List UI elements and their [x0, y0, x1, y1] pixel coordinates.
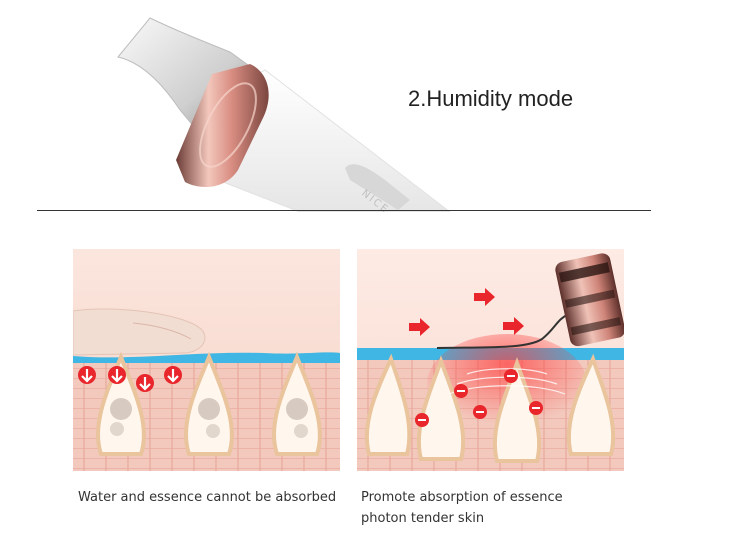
down-arrow-icon — [108, 366, 126, 384]
minus-icon — [415, 413, 429, 427]
skin-diagram-absorbed — [357, 249, 624, 471]
minus-icon — [529, 401, 543, 415]
minus-icon — [454, 384, 468, 398]
right-arrow-icon — [503, 317, 524, 335]
down-arrow-icon — [136, 374, 154, 392]
mode-title: 2.Humidity mode — [408, 86, 574, 111]
caption-not-absorbed: Water and essence cannot be absorbed — [78, 487, 336, 508]
section-divider — [37, 210, 651, 211]
skin-diagram-not-absorbed — [73, 249, 340, 471]
right-arrow-icon — [409, 318, 430, 336]
caption-line: photon tender skin — [361, 511, 485, 526]
caption-line: Promote absorption of essence — [361, 490, 563, 505]
down-arrow-icon — [78, 366, 96, 384]
minus-icon — [504, 369, 518, 383]
caption-absorbed: Promote absorption of essence photon ten… — [361, 487, 563, 529]
minus-icon — [473, 405, 487, 419]
caption-line: Water and essence cannot be absorbed — [78, 490, 337, 505]
down-arrow-icon — [164, 366, 182, 384]
skin-scrubber-device-illustration — [117, 17, 451, 212]
right-arrow-icon — [474, 288, 495, 306]
